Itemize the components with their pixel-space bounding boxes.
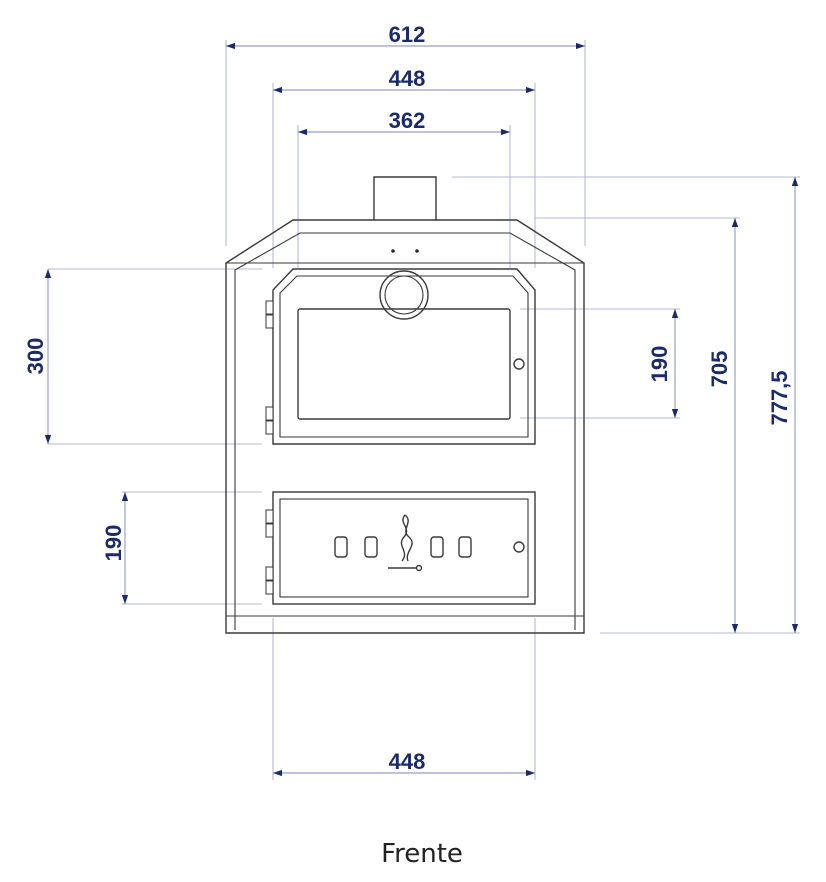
hinge: [265, 406, 274, 421]
firebox-door-knob: [513, 541, 525, 553]
extension-lines: [48, 40, 800, 780]
vent-slot: [430, 536, 444, 558]
oven-window: [297, 308, 511, 420]
dim-window-height: 190: [647, 346, 672, 383]
oven-door-knob: [513, 358, 525, 370]
dim-base-width: 448: [389, 749, 426, 774]
dim-oven-door-height: 300: [23, 338, 48, 375]
chimney-flue: [373, 176, 437, 220]
dim-firebox-height: 190: [101, 525, 126, 562]
vent-slot: [458, 536, 472, 558]
view-caption: Frente: [381, 839, 463, 869]
firebox-door: [265, 491, 536, 605]
vent-slot: [334, 536, 348, 558]
dim-body-height: 705: [707, 351, 732, 388]
dim-total-height: 777,5: [767, 370, 792, 425]
hinge: [265, 300, 274, 315]
indicator-dot: [391, 249, 395, 253]
dimension-lines: [44, 42, 799, 777]
dim-body-width: 448: [389, 66, 426, 91]
hinge: [265, 566, 274, 581]
flame-icon: [400, 514, 413, 562]
hinge: [265, 509, 274, 524]
oven-door: [265, 268, 536, 445]
dim-overall-width: 612: [389, 22, 426, 47]
indicator-dot: [415, 249, 419, 253]
stove-body: [225, 176, 585, 634]
dim-oven-inner-width: 362: [389, 108, 426, 133]
dimension-labels: 612 448 362 300 190 705 777,5 190 448: [23, 22, 792, 774]
thermometer-dial-icon: [379, 270, 429, 320]
vent-slot: [364, 536, 378, 558]
